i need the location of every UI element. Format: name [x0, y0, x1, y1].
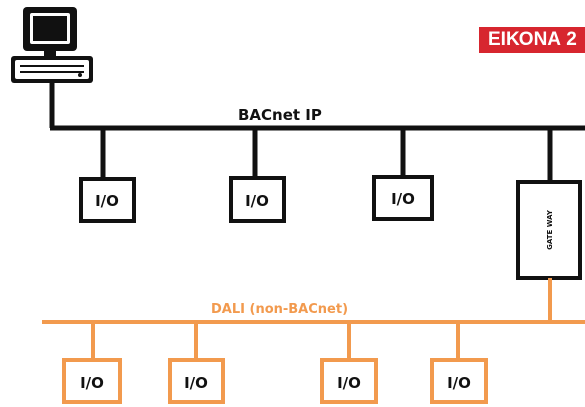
dali-io-device-2: I/O [168, 358, 225, 404]
figure-badge: ΕΙΚΟΝΑ 2 [479, 27, 585, 53]
computer-workstation-icon [11, 7, 93, 83]
io-box [320, 358, 378, 404]
monitor-stand [44, 51, 56, 57]
dali-label: DALI (non-BACnet) [211, 302, 348, 317]
power-led [78, 73, 82, 77]
io-label: I/O [245, 192, 269, 210]
io-box [62, 358, 122, 404]
io-label: I/O [391, 190, 415, 208]
gateway-device: GATE WAY [516, 180, 582, 280]
dali-io-device-4: I/O [430, 358, 488, 404]
dali-bus [42, 278, 585, 360]
io-box [168, 358, 225, 404]
io-box [229, 176, 286, 223]
dali-io-device-3: I/O [320, 358, 378, 404]
io-label: I/O [184, 374, 208, 392]
dali-io-device-1: I/O [62, 358, 122, 404]
io-box [79, 177, 136, 223]
bacnet-ip-label: BACnet IP [238, 106, 322, 124]
io-box [430, 358, 488, 404]
bacnet-ip-bus [49, 83, 585, 182]
monitor-screen [33, 16, 67, 41]
io-box [372, 175, 434, 221]
io-label: I/O [337, 374, 361, 392]
ip-io-device-1: I/O [79, 177, 136, 223]
gateway-label: GATE WAY [546, 209, 554, 250]
io-label: I/O [95, 192, 119, 210]
io-label: I/O [447, 374, 471, 392]
ip-io-device-3: I/O [372, 175, 434, 221]
io-label: I/O [80, 374, 104, 392]
ip-io-device-2: I/O [229, 176, 286, 223]
computer-case-face [15, 60, 89, 79]
